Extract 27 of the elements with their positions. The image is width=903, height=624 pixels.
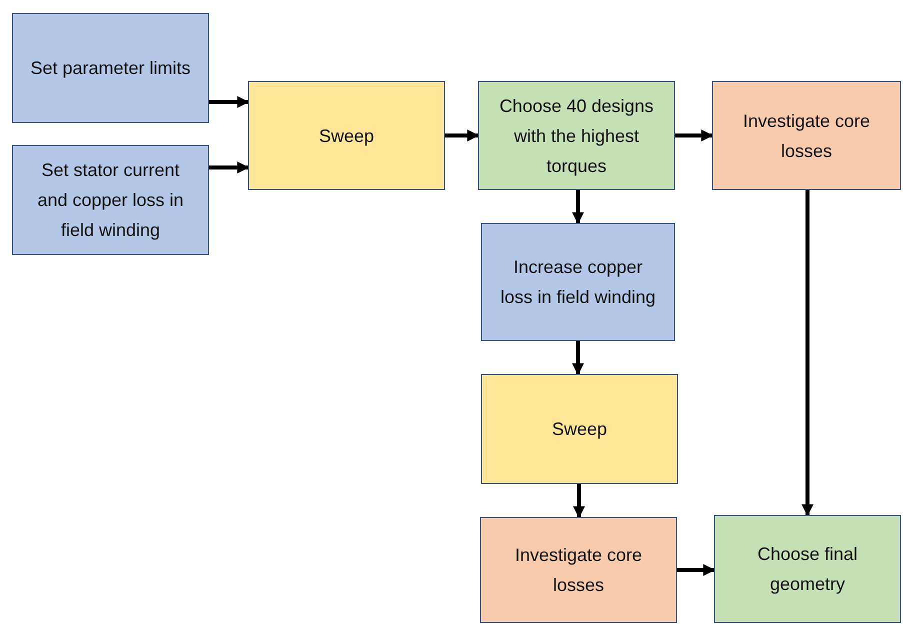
box-label: Investigate core losses xyxy=(514,544,644,597)
process-box xyxy=(714,515,901,623)
arrow xyxy=(677,564,716,576)
box-label: Set stator current and copper loss in field winding xyxy=(36,159,185,242)
arrow xyxy=(572,190,584,224)
process-box xyxy=(480,517,677,623)
box-label: Investigate core losses xyxy=(742,110,872,162)
process-box xyxy=(481,374,678,484)
box-label: Increase copper loss in field winding xyxy=(499,256,657,309)
process-box xyxy=(481,223,675,341)
arrow xyxy=(209,162,250,174)
process-box xyxy=(248,81,445,190)
arrow xyxy=(675,130,714,142)
process-box xyxy=(478,81,675,190)
box-label: Choose 40 designs with the highest torques xyxy=(498,94,655,178)
box-label: Set parameter limits xyxy=(30,57,191,80)
box-label: Sweep xyxy=(318,124,374,148)
process-box xyxy=(12,13,209,123)
process-box xyxy=(712,81,901,190)
arrow xyxy=(572,341,584,376)
box-label: Choose final geometry xyxy=(756,543,859,596)
arrow xyxy=(445,130,480,142)
box-label: Sweep xyxy=(552,418,608,441)
arrow xyxy=(209,96,250,108)
process-box xyxy=(12,145,209,255)
arrow xyxy=(802,190,814,516)
arrow xyxy=(573,484,585,518)
